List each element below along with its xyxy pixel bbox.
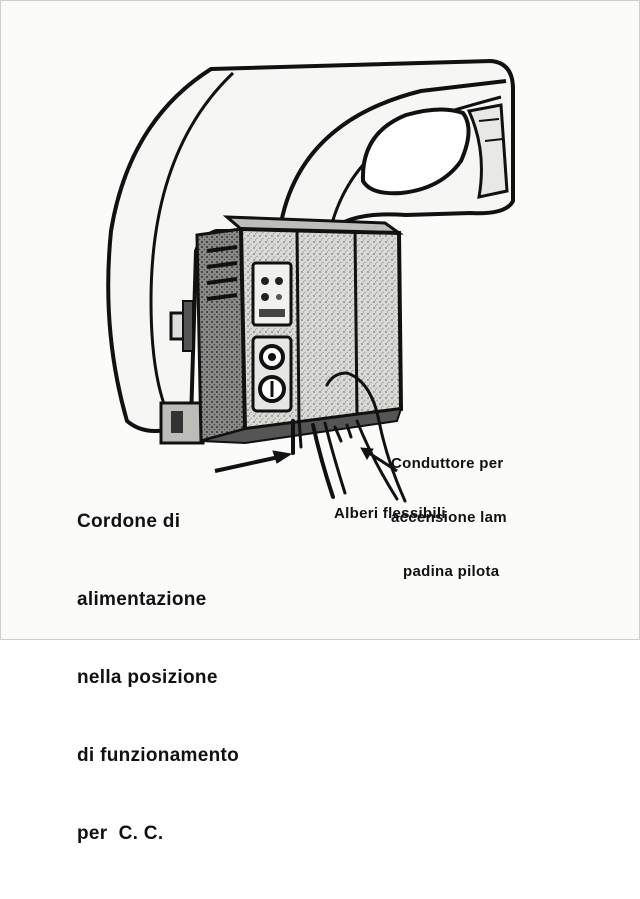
image-frame: Cordone di alimentazione nella posizione… bbox=[0, 0, 640, 844]
leader-arrows bbox=[214, 447, 398, 473]
arrow-icon bbox=[360, 447, 374, 461]
power-cord-label-line: nella posizione bbox=[77, 667, 218, 688]
conductor-leader bbox=[368, 451, 398, 473]
device-illustration bbox=[106, 59, 515, 503]
power-cord-label-line: di funzionamento bbox=[77, 745, 240, 766]
flexible-shafts-label: Alberi flessibili bbox=[334, 505, 446, 522]
power-cord-label-line: per C. C. bbox=[77, 823, 164, 844]
conductor-label-line: Conduttore per bbox=[391, 455, 504, 472]
conductor-label-line: accensione lam bbox=[391, 509, 507, 526]
power-cord-label-line: Cordone di bbox=[77, 511, 181, 532]
mounting-bracket bbox=[159, 300, 205, 445]
power-cord-label: Cordone di alimentazione nella posizione… bbox=[77, 457, 239, 899]
pilot-lamp-conductor-label: Conduttore per accensione lam padina pil… bbox=[391, 419, 507, 617]
power-cord-label-line: alimentazione bbox=[77, 589, 207, 610]
conductor-label-line: padina pilota bbox=[403, 563, 500, 580]
power-cord-leader bbox=[214, 455, 280, 473]
control-box bbox=[195, 215, 404, 445]
control-panel bbox=[251, 261, 293, 413]
arrow-icon bbox=[272, 450, 293, 464]
